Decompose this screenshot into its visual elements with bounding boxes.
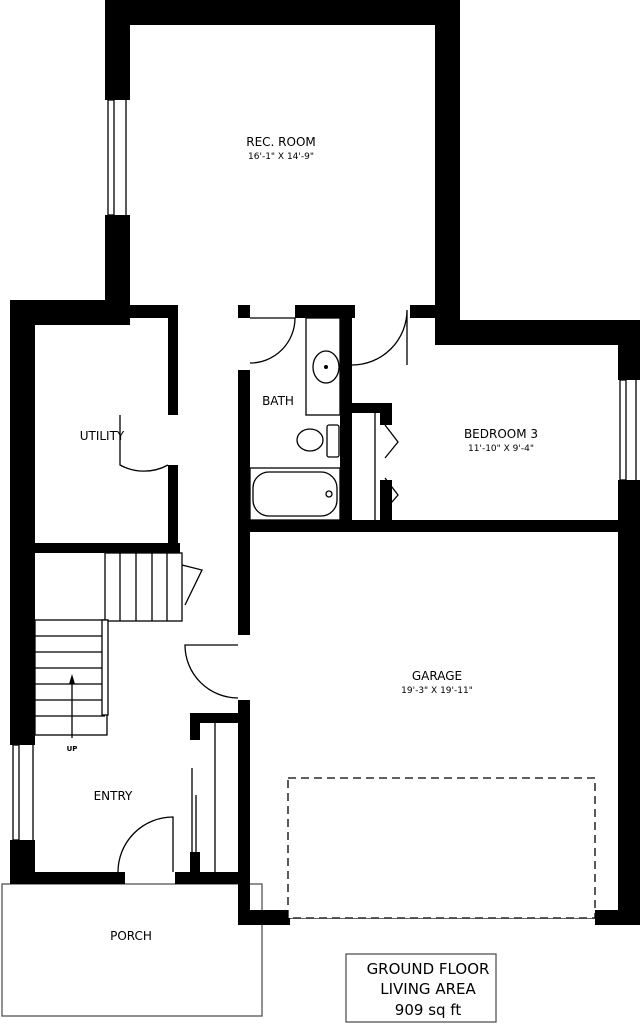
stair-up-label: UP (67, 745, 78, 753)
info-line-2: LIVING AREA (380, 980, 476, 998)
garage-label: GARAGE (412, 669, 462, 683)
info-box: GROUND FLOOR LIVING AREA 909 sq ft (345, 953, 497, 1023)
closet-bifold (384, 424, 399, 511)
garage-door (184, 644, 239, 699)
entry-door (117, 816, 174, 873)
bath-door (249, 317, 296, 364)
walls (10, 0, 640, 925)
bath-label: BATH (262, 394, 294, 408)
bedroom3-label: BEDROOM 3 (464, 427, 538, 441)
info-line-1: GROUND FLOOR (367, 960, 490, 978)
entry-label: ENTRY (94, 789, 133, 803)
garage-dims: 19'-3" X 19'-11" (401, 686, 473, 696)
bedroom-door (351, 309, 408, 366)
stairs (34, 552, 203, 738)
porch-label: PORCH (110, 929, 152, 943)
bedroom3-dims: 11'-10" X 9'-4" (468, 444, 534, 454)
rec-room-label: REC. ROOM (246, 135, 316, 149)
arrow-up-icon (69, 674, 75, 684)
labels: REC. ROOM 16'-1" X 14'-9" UTILITY BATH B… (67, 135, 538, 943)
utility-door (119, 415, 169, 472)
garage-car-outline (287, 777, 596, 919)
info-line-3: 909 sq ft (395, 1001, 462, 1019)
rec-room-dims: 16'-1" X 14'-9" (248, 152, 314, 162)
bath-fixtures (249, 317, 341, 521)
utility-label: UTILITY (80, 429, 125, 443)
porch-outline (1, 883, 263, 1017)
doors (117, 309, 596, 919)
